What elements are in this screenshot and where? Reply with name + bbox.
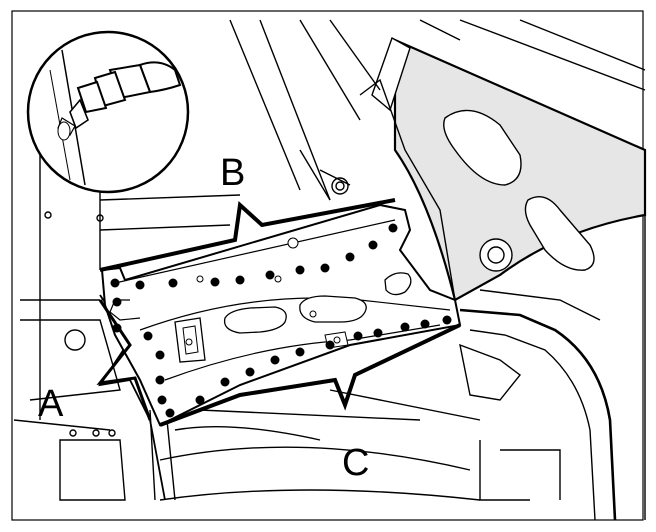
label-a: A	[38, 383, 64, 425]
spot-welds-top	[110, 223, 398, 290]
cut-line-c	[159, 323, 461, 427]
label-c: C	[342, 442, 369, 484]
spot-weld-drill-icon	[26, 30, 190, 194]
replacement-panel	[100, 203, 462, 427]
label-b: B	[220, 152, 245, 194]
spot-welds-bottom	[112, 297, 452, 418]
cut-line-b	[99, 198, 396, 272]
